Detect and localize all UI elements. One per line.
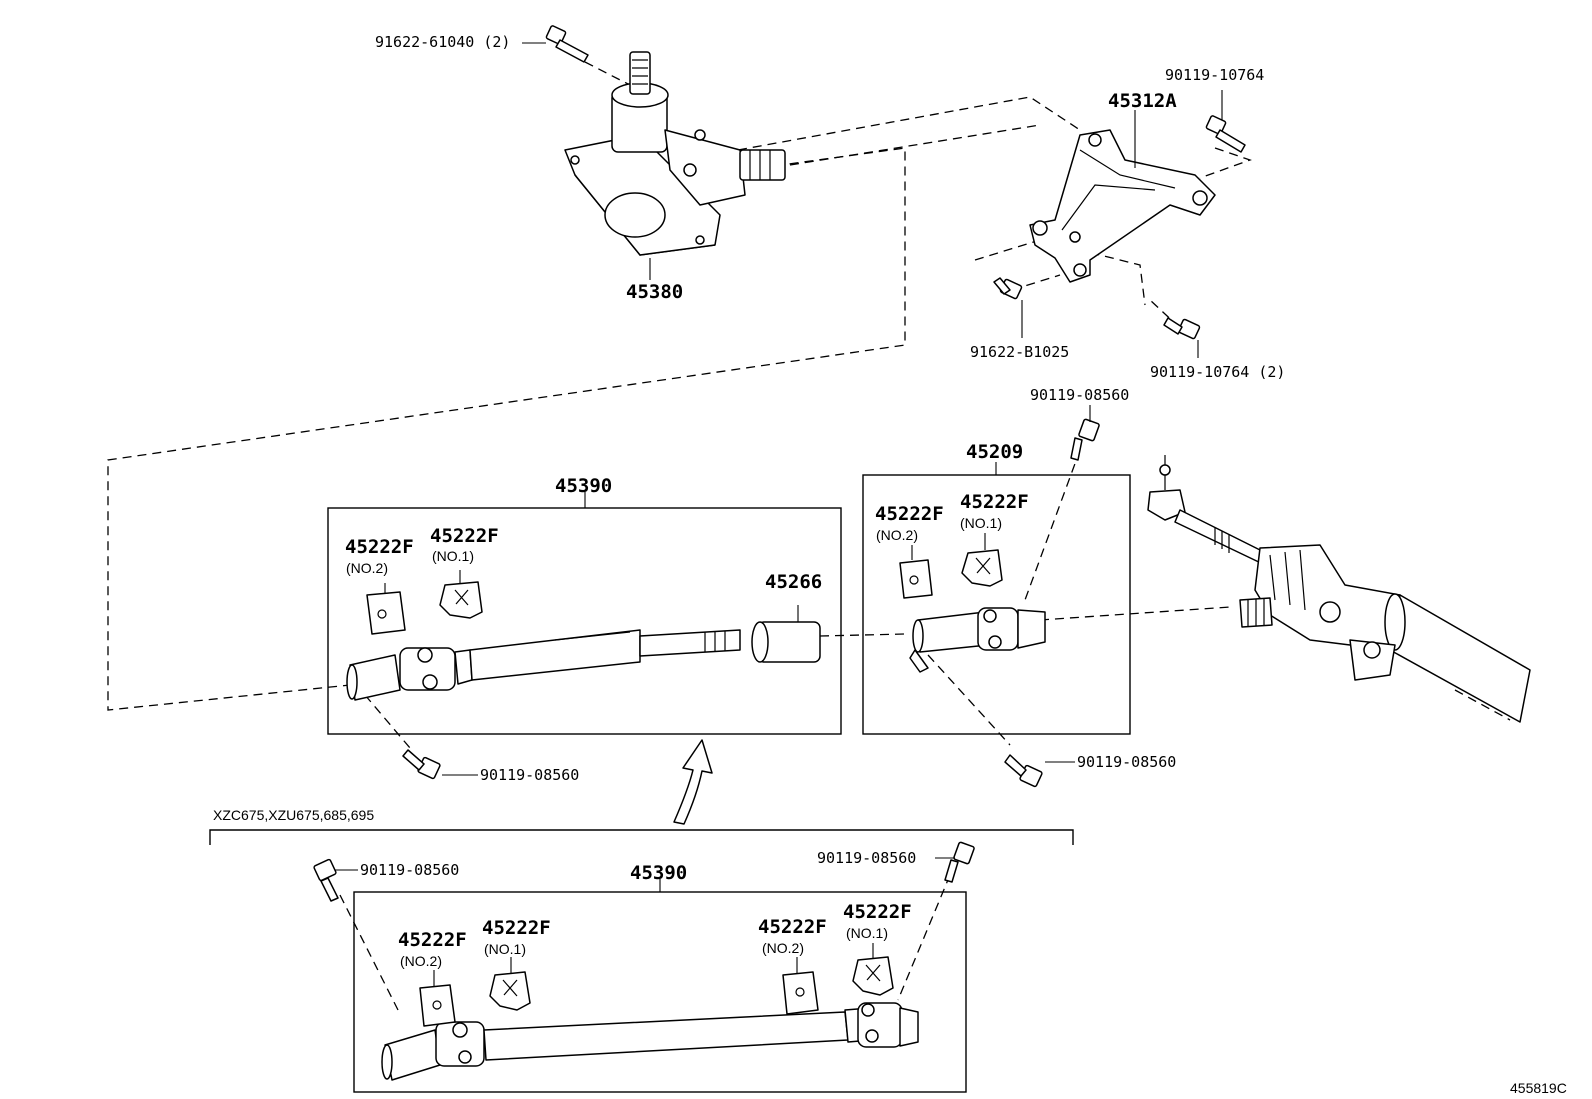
retainer-ring-no1	[489, 971, 531, 1011]
label-alt-ring-a-no2: 45222F	[398, 929, 467, 951]
bolt-icon	[402, 749, 441, 780]
retainer-ring-no2	[899, 559, 933, 599]
retainer-ring-no2	[782, 971, 819, 1015]
label-bracket: 45312A	[1108, 90, 1177, 112]
label-joint-ring-no2: 45222F	[875, 503, 944, 525]
label-alt-ring-a-no1: 45222F	[482, 917, 551, 939]
label-gear-housing: 45380	[626, 281, 683, 303]
assembly-lines	[107, 61, 1526, 1011]
label-bracket-bolt-left: 91622-B1025	[970, 343, 1069, 361]
intermediate-shaft	[346, 629, 741, 701]
variant-note: XZC675,XZU675,685,695	[213, 807, 374, 823]
label-shaft-main: 45390	[555, 475, 612, 497]
part-labels: 91622-61040 (2) 45380 45312A 90119-10764…	[213, 33, 1567, 1096]
steering-gear-housing	[564, 51, 786, 256]
label-alt-ring-b-no2-sub: (NO.2)	[762, 940, 804, 956]
label-bracket-bolt-right: 90119-10764 (2)	[1150, 363, 1285, 381]
label-joint-ring-no1-sub: (NO.1)	[960, 515, 1002, 531]
universal-joint	[909, 607, 1046, 673]
label-alt-ring-a-no2-sub: (NO.2)	[400, 953, 442, 969]
bolt-icon	[944, 841, 975, 883]
label-alt-ring-a-no1-sub: (NO.1)	[484, 941, 526, 957]
retainer-ring-no2	[366, 591, 406, 635]
bracket	[1029, 129, 1216, 283]
bolt-icon	[1205, 115, 1246, 153]
bolt-icon	[545, 25, 589, 63]
label-bracket-bolt-top: 90119-10764	[1165, 66, 1264, 84]
label-joint-bolt-bottom: 90119-08560	[1077, 753, 1176, 771]
steering-rack	[1147, 455, 1531, 723]
label-shaft-ring-no1: 45222F	[430, 525, 499, 547]
bolt-icon	[1004, 754, 1043, 788]
bolt-icon	[1163, 317, 1201, 340]
label-gear-bolt: 91622-61040 (2)	[375, 33, 510, 51]
bolt-icon	[313, 858, 339, 902]
label-shaft-sleeve: 45266	[765, 571, 822, 593]
label-joint: 45209	[966, 441, 1023, 463]
label-alt-ring-b-no1-sub: (NO.1)	[846, 925, 888, 941]
label-alt-ring-b-no1: 45222F	[843, 901, 912, 923]
variant-bracket	[209, 829, 1074, 845]
retainer-ring-no1	[852, 956, 894, 996]
label-shaft-ring-no1-sub: (NO.1)	[432, 548, 474, 564]
label-joint-ring-no1: 45222F	[960, 491, 1029, 513]
intermediate-shaft-long	[381, 1002, 919, 1081]
label-shaft-bolt: 90119-08560	[480, 766, 579, 784]
shaft-sleeve	[751, 621, 821, 663]
label-alt-ring-b-no2: 45222F	[758, 916, 827, 938]
label-alt-shaft: 45390	[630, 862, 687, 884]
up-arrow-icon	[673, 739, 713, 825]
label-alt-bolt-left: 90119-08560	[360, 861, 459, 879]
bolt-icon	[993, 277, 1023, 300]
label-shaft-ring-no2-sub: (NO.2)	[346, 560, 388, 576]
label-alt-bolt-right: 90119-08560	[817, 849, 916, 867]
label-shaft-ring-no2: 45222F	[345, 536, 414, 558]
diagram-id: 455819C	[1510, 1080, 1567, 1096]
retainer-ring-no1	[439, 581, 483, 619]
label-joint-bolt-top: 90119-08560	[1030, 386, 1129, 404]
label-joint-ring-no2-sub: (NO.2)	[876, 527, 918, 543]
bolt-icon	[1070, 418, 1100, 461]
retainer-ring-no1	[961, 549, 1003, 587]
retainer-ring-no2	[419, 984, 456, 1027]
